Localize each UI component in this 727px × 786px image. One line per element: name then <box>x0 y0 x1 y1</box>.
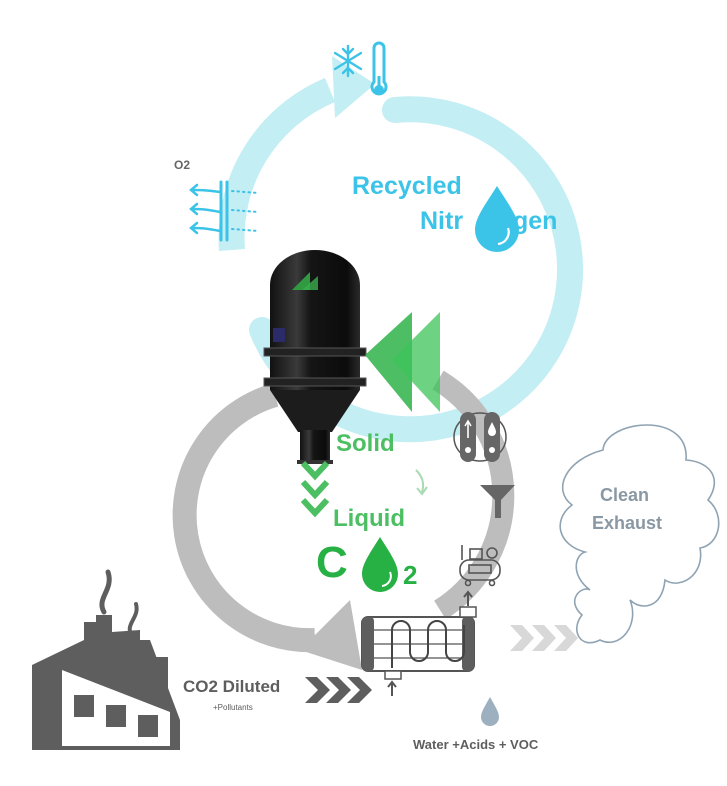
inflow-chevrons <box>305 677 372 703</box>
nitrogen-label-prefix: Nitr <box>420 207 464 235</box>
condensate-label: Water +Acids + VOC <box>413 737 539 752</box>
liquid-drop-icon <box>362 537 398 592</box>
pollutants-label: +Pollutants <box>213 703 253 712</box>
cryogenic-vessel <box>263 250 440 464</box>
droplet-icon <box>481 697 499 726</box>
liquid-label: Liquid <box>333 505 405 532</box>
membrane-filter-icon <box>189 180 259 242</box>
factory-icon <box>32 569 180 750</box>
co2-diluted-label: CO2 Diluted <box>183 677 281 696</box>
exhaust-chevrons <box>510 625 578 651</box>
co2-label-subscript: 2 <box>403 560 418 590</box>
injection-cone <box>392 312 440 412</box>
dryer-columns-icon <box>453 412 507 462</box>
solid-label: Solid <box>336 430 395 457</box>
injection-cone <box>365 312 412 412</box>
gas-flow-arrowhead <box>300 600 362 670</box>
nitrogen-flow-arrowhead <box>332 56 375 118</box>
recycled-label: Recycled <box>352 172 462 200</box>
co2-label-c: C <box>316 538 348 587</box>
air-compressor-icon <box>459 545 501 587</box>
cloud-icon <box>559 424 720 644</box>
clean-label: Clean <box>600 485 650 505</box>
downward-chevrons <box>300 460 330 518</box>
exhaust-label: Exhaust <box>592 513 663 533</box>
heat-exchanger-icon <box>361 590 477 696</box>
curved-arrow-icon <box>415 469 425 493</box>
thermometer-icon <box>370 41 388 96</box>
funnel-icon <box>480 485 515 518</box>
snowflake-icon <box>333 44 363 78</box>
nitrogen-label-suffix: gen <box>513 207 558 235</box>
oxygen-label: O2 <box>174 158 191 172</box>
